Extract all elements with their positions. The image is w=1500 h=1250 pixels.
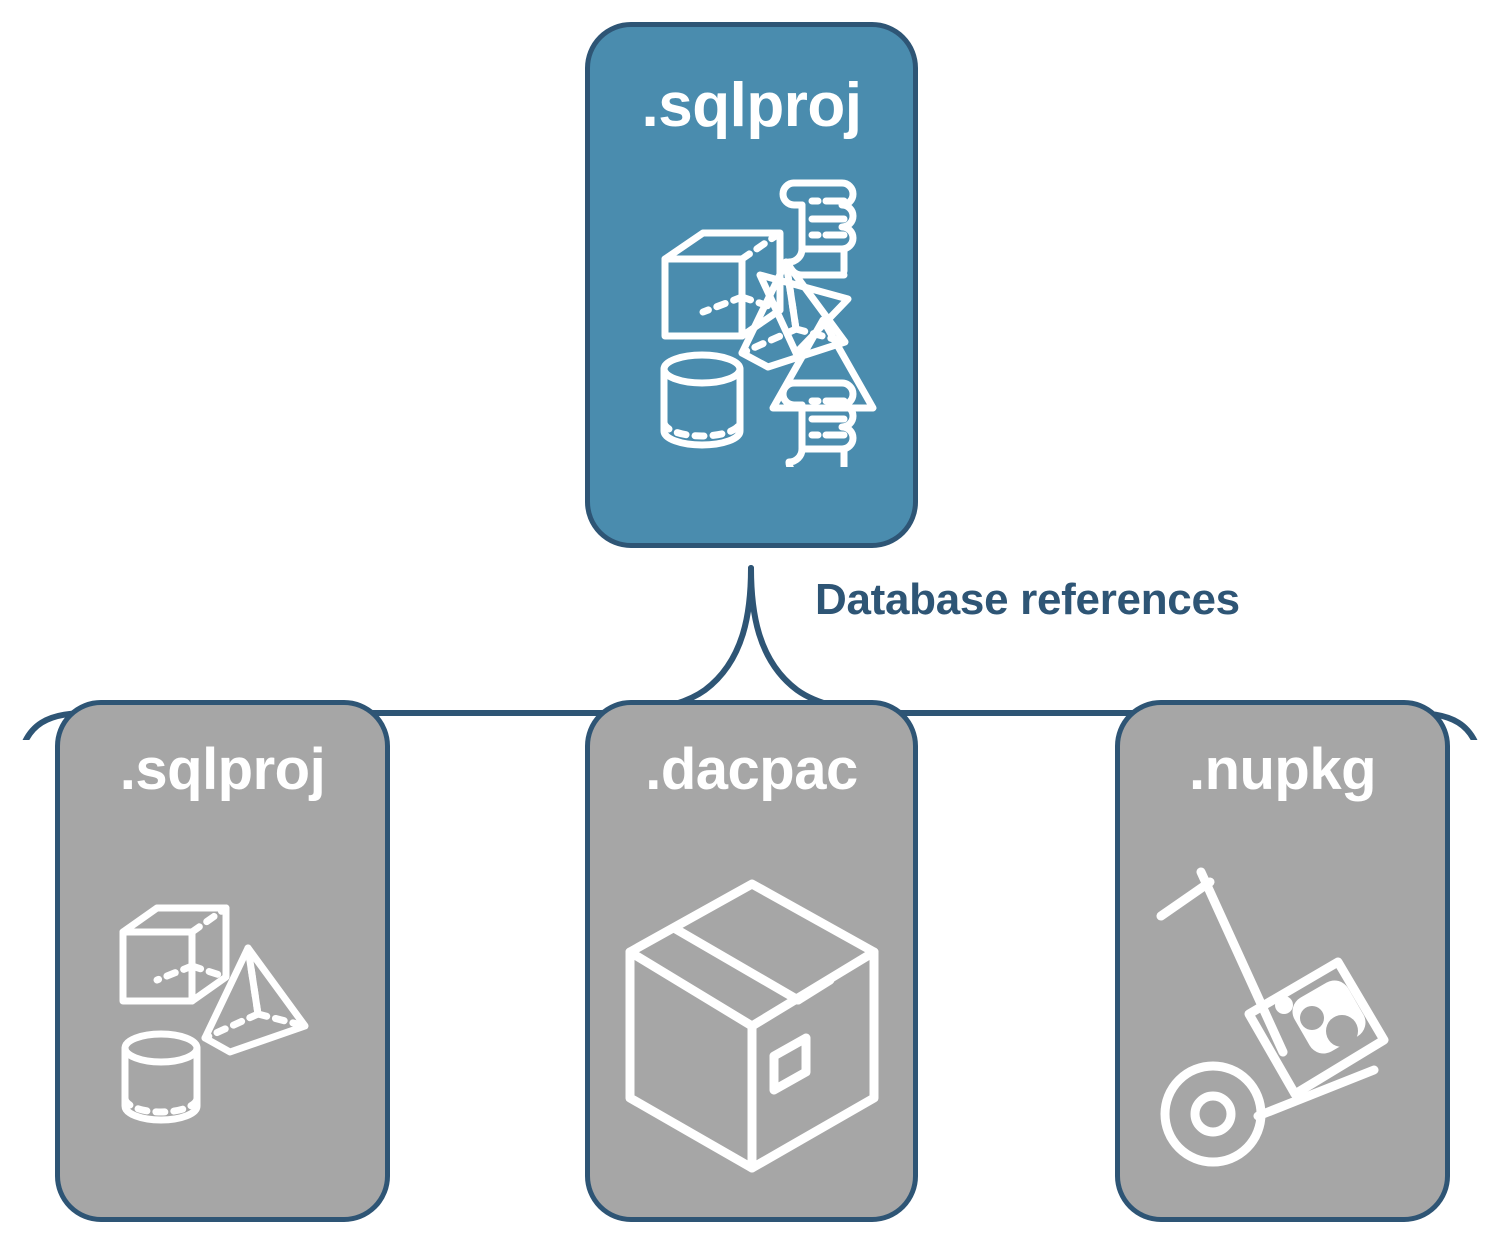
cylinder-icon	[121, 1030, 200, 1124]
hand-truck-nuget-icon	[1156, 867, 1388, 1167]
card-reference-sqlproj[interactable]: .sqlproj	[55, 700, 390, 1222]
connector-label: Database references	[815, 575, 1240, 624]
card-reference-nupkg[interactable]: .nupkg	[1115, 700, 1450, 1222]
scroll-icon	[779, 179, 857, 279]
package-box-icon	[625, 879, 878, 1173]
cube-icon	[119, 904, 229, 1005]
card-title-nupkg: .nupkg	[1188, 737, 1377, 802]
sqlproj-icons-svg	[119, 904, 308, 1124]
dacpac-icon-group	[590, 831, 913, 1221]
card-reference-dacpac[interactable]: .dacpac	[585, 700, 918, 1222]
card-title-sqlproj-root: .sqlproj	[641, 71, 862, 140]
hand-truck-nuget-icon-svg	[1156, 867, 1388, 1167]
scroll-icon	[779, 379, 857, 479]
root-icons-svg	[660, 179, 877, 479]
root-icon-group	[590, 167, 923, 479]
card-title-dacpac: .dacpac	[645, 737, 858, 802]
sqlproj-icon-group	[60, 831, 385, 1221]
package-box-icon-svg	[625, 879, 878, 1173]
card-title-sqlproj: .sqlproj	[119, 737, 326, 802]
nupkg-icon-group	[1120, 831, 1445, 1221]
cylinder-icon	[660, 351, 744, 449]
nuget-logo-holes	[1299, 1006, 1358, 1047]
pyramid-icon-detail	[738, 258, 849, 371]
pyramid-icon	[201, 944, 308, 1056]
card-sqlproj-root[interactable]: .sqlproj	[585, 22, 918, 548]
